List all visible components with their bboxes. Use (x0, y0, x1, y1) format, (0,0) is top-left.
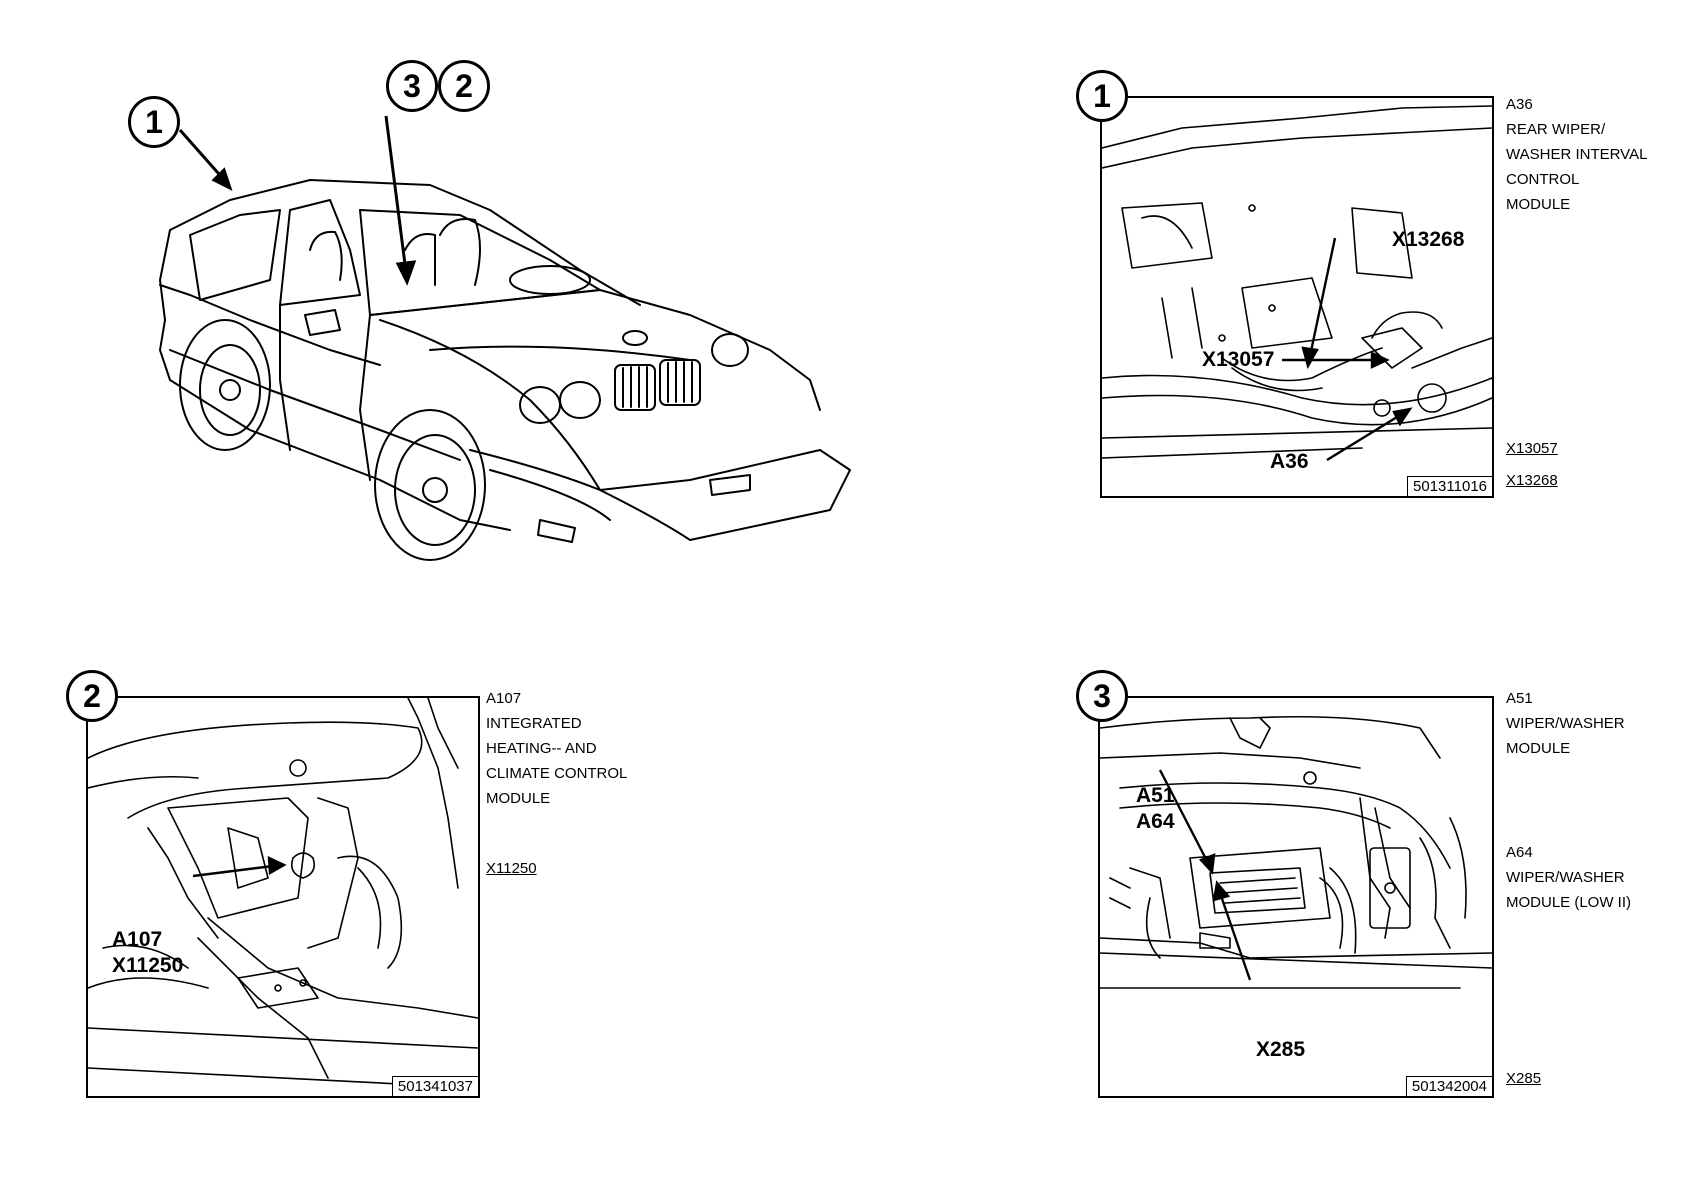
connector-label-x13057: X13057 (1506, 440, 1558, 457)
panel-1-badge: 1 (1076, 70, 1128, 122)
legend-line: A107 (486, 690, 522, 707)
connector-label-x285: X285 (1506, 1070, 1542, 1087)
panel-2-legend: A107 INTEGRATED HEATING-- AND CLIMATE CO… (486, 686, 627, 811)
legend-line: MODULE (1506, 196, 1571, 213)
detail-panel-3: A51 A64 X285 501342004 (1098, 696, 1494, 1098)
panel-1-illustration (1102, 105, 1492, 462)
legend-line: MODULE (1506, 740, 1571, 757)
legend-line: CONTROL (1506, 171, 1580, 188)
legend-line: CLIMATE CONTROL (486, 765, 628, 782)
car-badge-2: 2 (438, 60, 490, 112)
panel-1-reference-number: 501311016 (1407, 476, 1492, 496)
legend-line: A51 (1506, 690, 1533, 707)
detail-panel-2: A107 X11250 501341037 (86, 696, 480, 1098)
panel-3-illustration (1100, 715, 1492, 989)
legend-line: WIPER/WASHER (1506, 715, 1625, 732)
panel-2-badge: 2 (66, 670, 118, 722)
panel-1-legend: A36 REAR WIPER/ WASHER INTERVAL CONTROL … (1506, 92, 1647, 217)
callout-x13268: X13268 (1392, 228, 1465, 251)
connector-label-x13268: X13268 (1506, 472, 1558, 489)
panel-2-reference-number: 501341037 (391, 1076, 478, 1096)
callout-a36: A36 (1270, 450, 1309, 473)
panel-2-illustration (88, 698, 478, 1089)
panel-3-badge: 3 (1076, 670, 1128, 722)
callout-a107: A107 (112, 928, 163, 951)
panel-3-legend-a51: A51 WIPER/WASHER MODULE (1506, 686, 1625, 761)
callout-x11250: X11250 (112, 954, 184, 977)
car-badge-1: 1 (128, 96, 180, 148)
car-badge-3: 3 (386, 60, 438, 112)
callout-x13057: X13057 (1202, 348, 1275, 371)
callout-x285: X285 (1256, 1038, 1306, 1061)
legend-line: A64 (1506, 844, 1533, 861)
legend-line: INTEGRATED (486, 715, 582, 732)
legend-line: A36 (1506, 96, 1533, 113)
legend-line: MODULE (486, 790, 551, 807)
panel-3-reference-number: 501342004 (1405, 1076, 1492, 1096)
legend-line: HEATING-- AND (486, 740, 597, 757)
legend-line: MODULE (LOW II) (1506, 894, 1632, 911)
legend-line: WASHER INTERVAL (1506, 146, 1648, 163)
callout-a64: A64 (1136, 810, 1175, 833)
legend-line: WIPER/WASHER (1506, 869, 1625, 886)
detail-panel-1: X13268 X13057 A36 501311016 (1100, 96, 1494, 498)
connector-label-x11250: X11250 (486, 860, 537, 877)
panel-3-legend-a64: A64 WIPER/WASHER MODULE (LOW II) (1506, 840, 1631, 915)
car-illustration (159, 115, 851, 561)
legend-line: REAR WIPER/ (1506, 121, 1606, 138)
callout-a51: A51 (1136, 784, 1175, 807)
